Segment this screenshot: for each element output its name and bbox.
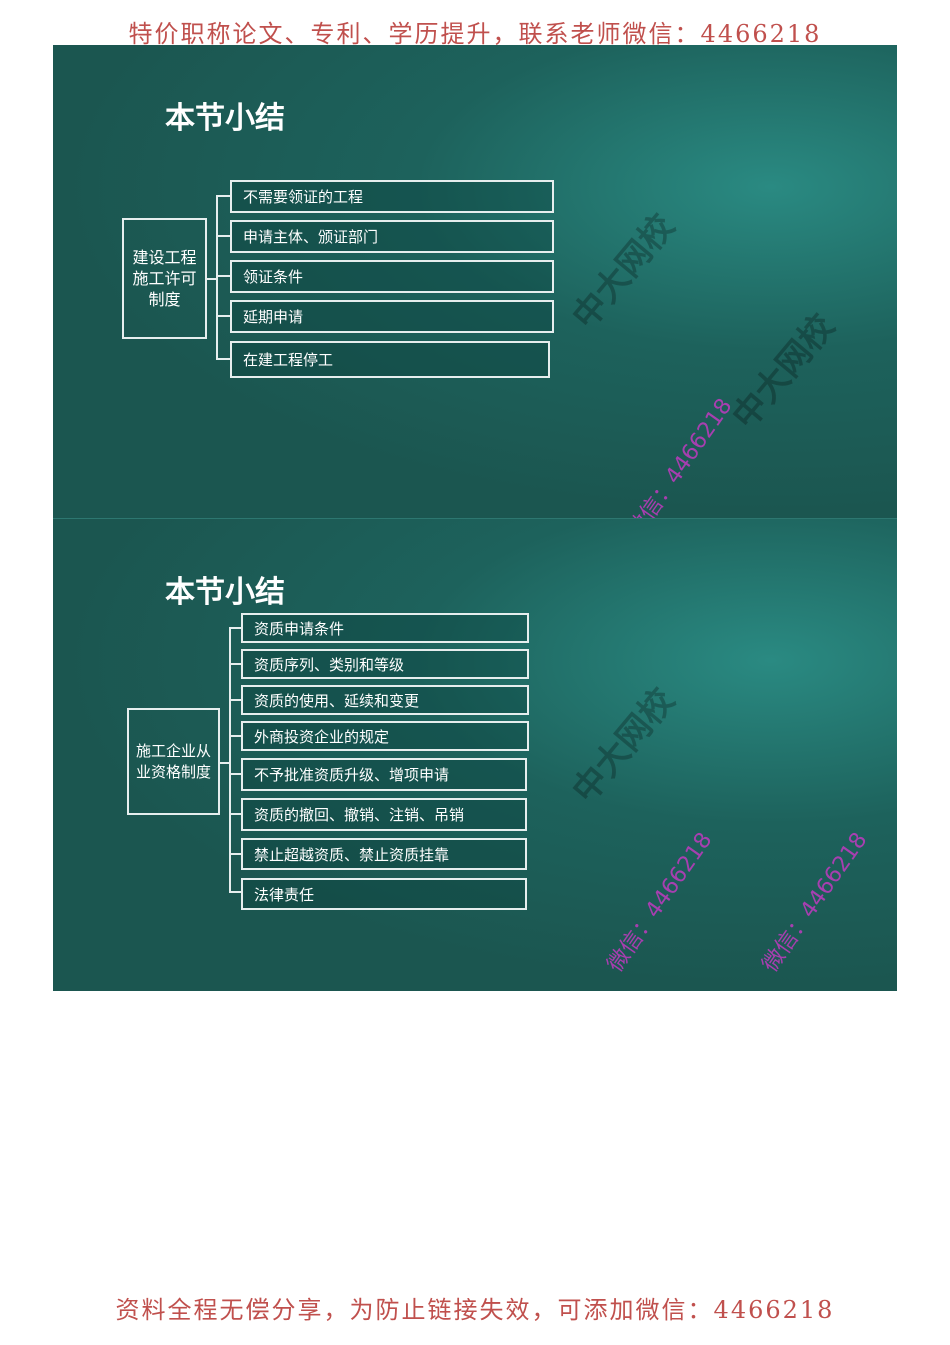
slide-title: 本节小结 (165, 575, 285, 610)
connector (216, 195, 218, 360)
item-box: 不予批准资质升级、增项申请 (241, 758, 527, 791)
connector (229, 773, 241, 775)
connector (229, 853, 241, 855)
item-box: 资质的使用、延续和变更 (241, 685, 529, 715)
logo-watermark: 中大网校 (724, 306, 843, 437)
item-box: 法律责任 (241, 878, 527, 910)
connector (216, 358, 230, 360)
item-box: 禁止超越资质、禁止资质挂靠 (241, 838, 527, 870)
item-box: 不需要领证的工程 (230, 180, 554, 213)
connector (216, 235, 230, 237)
item-box: 申请主体、颁证部门 (230, 220, 554, 253)
connector (229, 699, 241, 701)
item-box: 延期申请 (230, 300, 554, 333)
connector (216, 195, 230, 197)
connector (229, 735, 241, 737)
root-node: 建设工程施工许可制度 (122, 218, 207, 339)
slide-2: 本节小结 中大网校 施工企业从业资格制度 资质申请条件 资质序列、类别和等级 资… (53, 518, 897, 991)
logo-watermark: 中大网校 (564, 206, 683, 337)
watermark: 微信：4466218 (622, 394, 738, 518)
header-banner: 特价职称论文、专利、学历提升，联系老师微信：4466218 (128, 20, 822, 48)
connector (229, 813, 241, 815)
item-box: 在建工程停工 (230, 341, 550, 378)
item-box: 资质的撤回、撤销、注销、吊销 (241, 798, 527, 831)
connector (229, 891, 241, 893)
connector (229, 627, 241, 629)
logo-watermark: 中大网校 (564, 680, 683, 811)
connector (207, 278, 217, 280)
watermark: 微信：4466218 (602, 828, 718, 977)
item-box: 资质序列、类别和等级 (241, 649, 529, 679)
connector (216, 315, 230, 317)
item-box: 领证条件 (230, 260, 554, 293)
connector (216, 275, 230, 277)
connector (229, 627, 231, 892)
connector (220, 762, 230, 764)
slide-title: 本节小结 (165, 101, 285, 136)
connector (229, 663, 241, 665)
footer-banner: 资料全程无偿分享，为防止链接失效，可添加微信：4466218 (115, 1296, 835, 1324)
item-box: 资质申请条件 (241, 613, 529, 643)
root-node: 施工企业从业资格制度 (127, 708, 220, 815)
watermark: 微信：4466218 (757, 828, 873, 977)
item-box: 外商投资企业的规定 (241, 721, 529, 751)
slide-1: 本节小结 中大网校 中大网校 建设工程施工许可制度 不需要领证的工程 申请主体、… (53, 45, 897, 518)
